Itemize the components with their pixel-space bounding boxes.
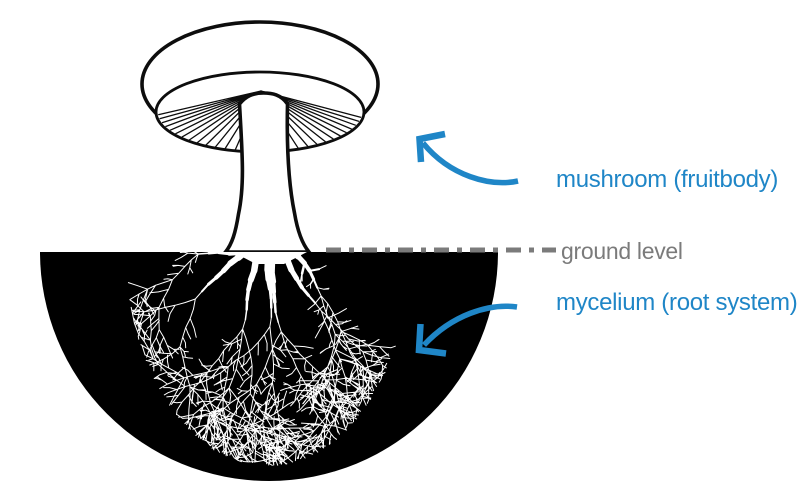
mushroom-stem bbox=[221, 91, 313, 254]
mycelium-pointer-arrow-icon bbox=[415, 303, 518, 357]
mycelium-strand-group bbox=[214, 261, 312, 290]
mushroom-pointer-arrow-icon bbox=[416, 130, 519, 186]
mycelium-strand-group bbox=[217, 252, 277, 304]
mycelium-strand-group bbox=[227, 252, 277, 295]
mycelium-strand-group bbox=[207, 269, 316, 300]
mycelium-roots bbox=[127, 252, 396, 466]
mycelium-strand-group bbox=[227, 252, 302, 285]
mycelium-strand-group bbox=[200, 268, 321, 305]
mycelium-strand-group bbox=[197, 252, 315, 323]
mycelium-strand-group bbox=[250, 257, 276, 275]
mycelium-strand-group bbox=[127, 252, 396, 466]
mycelium-label: mycelium (root system) bbox=[556, 289, 798, 316]
mushroom-label: mushroom (fruitbody) bbox=[556, 166, 779, 193]
soil-halfcircle bbox=[40, 252, 498, 481]
ground-level-label: ground level bbox=[561, 238, 683, 264]
mycelium-strand-group bbox=[207, 252, 306, 314]
